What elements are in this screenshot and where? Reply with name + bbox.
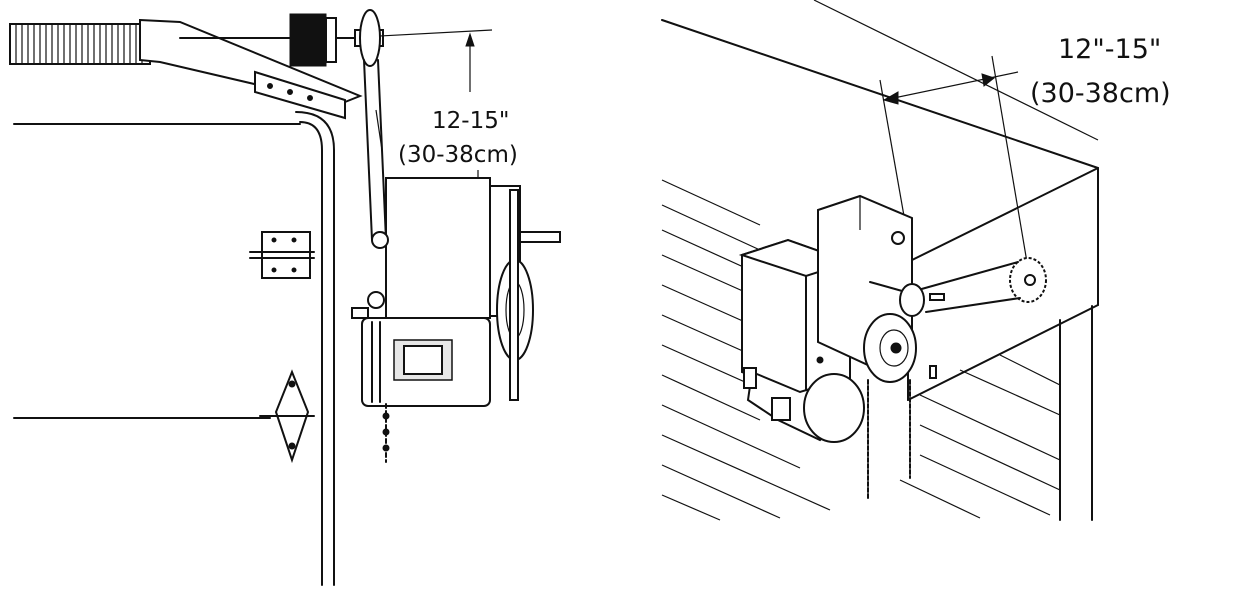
dimension-label-right-line2: (30-38cm) (1030, 78, 1171, 109)
dimension-label-left-line2: (30-38cm) (398, 142, 518, 168)
lock-latch (929, 365, 937, 379)
drive-chain-right (917, 261, 1021, 313)
dimension-label-left-line1: 12-15" (432, 108, 509, 134)
right-figure-isometric-mount: 12"-15" (30-38cm) (661, 0, 1171, 521)
torsion-spring (9, 23, 151, 65)
hand-chain (382, 403, 390, 463)
output-sprocket (869, 281, 945, 317)
operator-motor-iso (743, 367, 865, 443)
drive-chain (363, 59, 387, 241)
operator-motor (351, 291, 491, 407)
door-track (13, 111, 335, 586)
door-roller-hinge (259, 369, 315, 464)
header-bracket (139, 18, 363, 120)
shaft-sprocket (359, 9, 381, 67)
dimension-indicator-right (879, 55, 1031, 281)
door-slats (661, 179, 1061, 521)
left-figure-side-mount: 12-15" (30-38cm) (9, 9, 561, 586)
door-shaft-sprocket (1009, 257, 1047, 303)
dimension-label-right-line1: 12"-15" (1058, 34, 1161, 65)
operator-gearbox (371, 177, 561, 401)
door-hinge-upper (249, 231, 315, 279)
hand-chain-wheel (863, 313, 917, 383)
roll-door-hood (661, 0, 1099, 521)
hand-chain-right (867, 379, 911, 501)
